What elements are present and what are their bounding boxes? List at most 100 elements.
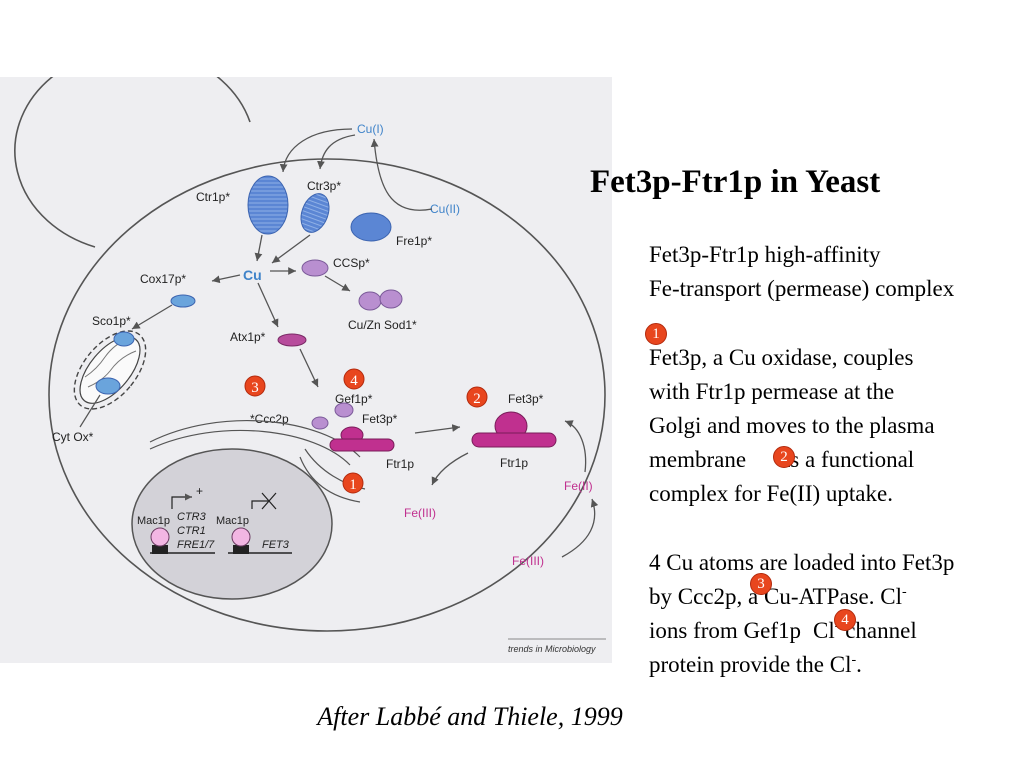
- arrow-cu-to-atx1p: [257, 282, 279, 328]
- paragraph-cu-oxidase: Fet3p, a Cu oxidase, couples with Ftr1p …: [649, 341, 935, 511]
- ctr1p-protein: [247, 175, 289, 235]
- yeast-cell-diagram: Cu(I) Cu(II) Ctr1p* Ctr3p* Fre1p* Cu Cox…: [0, 77, 612, 663]
- ftr1p-golgi-label: Ftr1p: [386, 457, 414, 471]
- paragraph2-line2: with Ftr1p permease at the: [649, 379, 895, 404]
- paragraph3-line4-sup: -: [851, 652, 857, 668]
- figure-credit: trends in Microbiology: [508, 644, 596, 654]
- ftr1p-golgi-protein: [329, 438, 395, 452]
- bud-outline: [14, 77, 251, 248]
- fe-ii-label: Fe(II): [564, 479, 593, 493]
- slide-title: Fet3p-Ftr1p in Yeast: [590, 164, 881, 200]
- sod1-protein-b: [379, 289, 403, 309]
- citation: After Labbé and Thiele, 1999: [317, 702, 623, 731]
- paragraph2-line4-post: as a functional: [780, 447, 915, 472]
- arrow-cu-ii-to-cu-i: [370, 138, 433, 211]
- cyt-ox-pointer: [79, 394, 101, 428]
- fre1p-label: Fre1p*: [396, 234, 432, 248]
- paragraph-cu-loading: 4 Cu atoms are loaded into Fet3p by Ccc2…: [649, 546, 954, 682]
- paragraph2-line4: membrane as a functional: [649, 443, 935, 477]
- badge-text-3: 3: [750, 573, 772, 595]
- fe-iii-inner-label: Fe(III): [404, 506, 436, 520]
- arrow-cu-to-cox17p: [211, 274, 241, 284]
- fe-iii-outer-label: Fe(III): [512, 554, 544, 568]
- golgi-cisternae: [149, 420, 366, 503]
- badge-text-1: 1: [645, 323, 667, 345]
- arrow-cu-i-to-ctr3p: [317, 134, 356, 170]
- ccsp-protein: [301, 259, 329, 277]
- arrow-atx1p-to-ccc2p: [299, 348, 319, 388]
- cu-label: Cu: [243, 267, 262, 283]
- svg-text:3: 3: [251, 380, 259, 396]
- mac1p-right-box: [233, 545, 249, 554]
- arrow-ctr3p-to-cu: [271, 234, 311, 264]
- mac1p-right-protein: [231, 527, 251, 547]
- arrow-fe-iii-to-fe-ii: [561, 498, 599, 558]
- fet3p-golgi-label: Fet3p*: [362, 412, 398, 426]
- ctr1-gene-label: CTR1: [177, 525, 206, 537]
- cu-ii-label: Cu(II): [430, 202, 460, 216]
- ccsp-label: CCSp*: [333, 256, 370, 270]
- ctr3p-label: Ctr3p*: [307, 179, 341, 193]
- badge-figure-1: 1: [342, 472, 364, 494]
- atx1p-protein: [277, 333, 307, 347]
- paragraph3-line4-post: .: [856, 652, 862, 677]
- paragraph3-line2-sup: -: [901, 584, 907, 600]
- paragraph-permease-complex: Fet3p-Ftr1p high-affinity Fe-transport (…: [649, 238, 954, 306]
- arrow-golgi-to-pm: [414, 424, 461, 434]
- paragraph1-line1: Fet3p-Ftr1p high-affinity: [649, 242, 881, 267]
- cuzn-sod1-label: Cu/Zn Sod1*: [348, 318, 417, 332]
- paragraph3-line2-pre: by Ccc2p: [649, 584, 737, 609]
- paragraph3-line3-mid: Cl: [813, 618, 835, 643]
- badge-text-4: 4: [834, 609, 856, 631]
- activation-arrow: [171, 493, 192, 509]
- sod1-protein-a: [358, 291, 382, 311]
- arrow-ftr1p-to-fe-iii: [431, 452, 469, 486]
- paragraph2-line4-pre: membrane: [649, 447, 747, 472]
- ftr1p-pm-protein: [471, 432, 557, 448]
- paragraph2-line3: Golgi and moves to the plasma: [649, 413, 935, 438]
- arrow-ccsp-to-sod1: [324, 275, 351, 292]
- paragraph2-line5: complex for Fe(II) uptake.: [649, 481, 893, 506]
- ctr3-gene-label: CTR3: [177, 511, 207, 523]
- ctr3p-protein: [300, 193, 330, 233]
- paragraph3-line4: protein provide the Cl-.: [649, 648, 954, 682]
- cyt-ox-protein: [95, 377, 121, 395]
- repression-cross: [261, 492, 277, 510]
- mac1p-left-box: [152, 545, 168, 554]
- paragraph3-line2: by Ccc2p, a Cu-ATPase. Cl-: [649, 580, 954, 614]
- arrow-ctr1p-to-cu: [254, 234, 263, 262]
- ccc2p-protein: [311, 416, 329, 430]
- gef1p-label: Gef1p*: [335, 392, 373, 406]
- gef1p-protein: [334, 402, 354, 418]
- cox17p-protein: [170, 294, 196, 308]
- nucleus: [131, 448, 333, 600]
- arrow-fe-ii-to-complex: [564, 420, 587, 473]
- svg-text:1: 1: [349, 477, 357, 493]
- badge-figure-4: 4: [343, 368, 365, 390]
- mitochondrion-outer: [73, 330, 147, 410]
- cox17p-label: Cox17p*: [140, 272, 186, 286]
- paragraph3-line4-pre: protein provide the Cl: [649, 652, 852, 677]
- mitochondrion-inner: [79, 336, 141, 404]
- arrow-cox17p-to-mito: [131, 304, 173, 330]
- badge-figure-2: 2: [466, 386, 488, 408]
- fet3-gene-label: FET3: [262, 539, 290, 551]
- svg-text:4: 4: [350, 373, 358, 389]
- mother-cell-outline: [48, 158, 606, 632]
- fre1p-protein: [350, 212, 392, 242]
- ftr1p-pm-label: Ftr1p: [500, 456, 528, 470]
- mac1p-left-protein: [150, 527, 170, 547]
- activation-plus: +: [196, 484, 203, 498]
- badge-figure-3: 3: [244, 375, 266, 397]
- mac1p-left-label: Mac1p: [137, 515, 170, 527]
- badge-text-2: 2: [773, 446, 795, 468]
- paragraph3-line1: 4 Cu atoms are loaded into Fet3p: [649, 550, 955, 575]
- mac1p-right-label: Mac1p: [216, 515, 249, 527]
- cu-i-label: Cu(I): [357, 122, 384, 136]
- paragraph1-line2: Fe-transport (permease) complex: [649, 276, 955, 301]
- arrow-cu-i-to-ctr1p: [279, 128, 353, 173]
- atx1p-label: Atx1p*: [230, 330, 266, 344]
- fre17-gene-label: FRE1/7: [177, 539, 215, 551]
- ctr1p-label: Ctr1p*: [196, 190, 230, 204]
- paragraph3-line3-post: channel: [839, 618, 917, 643]
